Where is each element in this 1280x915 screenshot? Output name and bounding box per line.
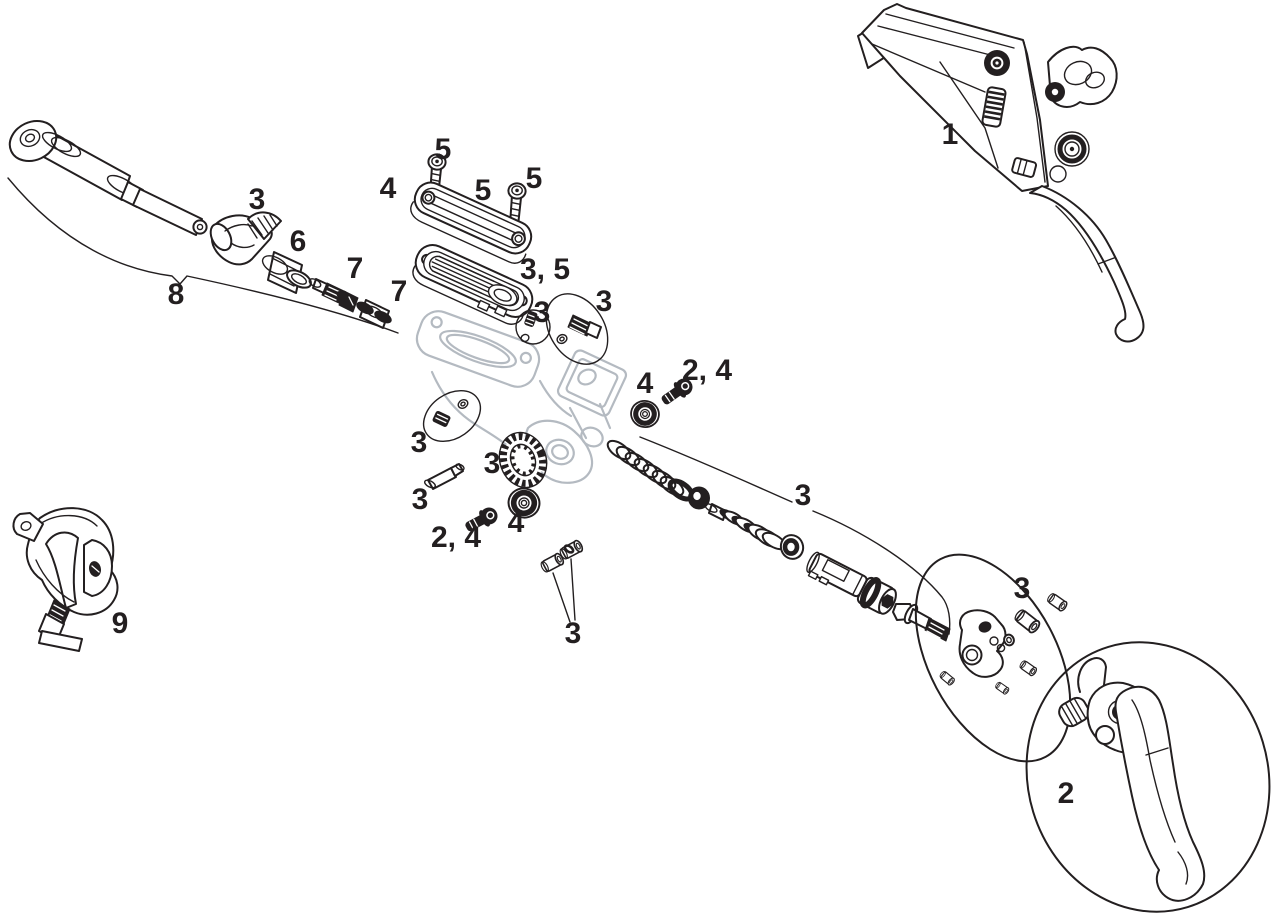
part-reservoir-cover [410, 181, 533, 264]
callout-2-4-lower: 2, 4 [431, 521, 481, 554]
callout-3-pin: 3 [412, 483, 429, 516]
callout-9-clamp: 9 [112, 607, 129, 640]
callout-3-contact: 3 [411, 426, 428, 459]
callout-7-fitting: 7 [391, 275, 408, 308]
part-adjuster-wheel [498, 431, 548, 489]
callout-3-grub: 3 [534, 296, 551, 329]
part-contact-grub [422, 389, 482, 443]
part-pivot-pin [423, 463, 465, 490]
callout-3-bushings: 3 [565, 617, 582, 650]
part-hose-cover [209, 211, 282, 266]
part-lever-blade-assembly [1025, 641, 1271, 913]
callout-1: 1 [942, 118, 959, 151]
part-handlebar-clamp [12, 507, 119, 652]
callout-2-4-right: 2, 4 [682, 354, 732, 387]
callout-2-blade: 2 [1058, 777, 1075, 810]
callout-5-screw-right: 5 [526, 162, 543, 195]
callout-5-cover: 5 [475, 174, 492, 207]
callout-6: 6 [290, 225, 307, 258]
part-hose-fitting [356, 299, 392, 329]
part-compression-nut [261, 251, 312, 294]
callout-4-lower: 4 [508, 506, 525, 539]
callout-4-right: 4 [637, 367, 654, 400]
leader-lines [7, 177, 951, 635]
part-bearing-right [629, 398, 662, 429]
callout-5-screw-left: 5 [435, 133, 452, 166]
lever-body-ghost [415, 310, 628, 484]
part-hose [8, 120, 208, 236]
part-compression-screw [308, 278, 359, 313]
callout-3-hose-cover: 3 [249, 183, 266, 216]
part-bladder [412, 244, 534, 325]
callout-4-top: 4 [380, 172, 397, 205]
callout-3-bleed: 3 [596, 285, 613, 318]
callout-3-5-bladder: 3, 5 [520, 253, 570, 286]
part-spare-kit [914, 553, 1072, 763]
callout-3-kit: 3 [1014, 572, 1031, 605]
part-bleed-screw [545, 293, 609, 365]
callout-3-piston: 3 [795, 479, 812, 512]
callout-8: 8 [168, 278, 185, 311]
callout-3-wheel: 3 [484, 447, 501, 480]
part-lever-assembly [857, 3, 1145, 343]
part-piston-kit [606, 439, 951, 642]
part-grub-screw [515, 309, 551, 345]
callout-7-screw: 7 [347, 252, 364, 285]
part-bushings [538, 538, 585, 575]
callouts: 1 8 3 6 7 7 4 5 5 5 3, 5 3 3 3 3 3 4 2, … [112, 118, 1075, 810]
